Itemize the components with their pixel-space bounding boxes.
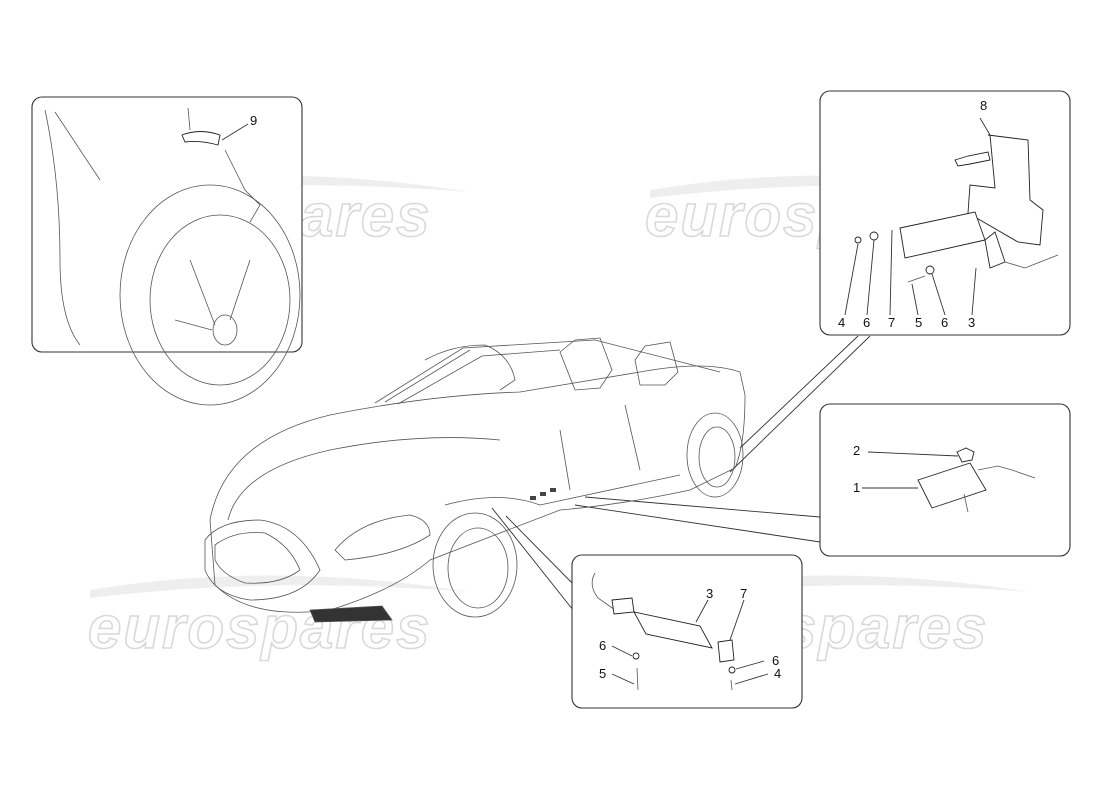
callout-label: 7 <box>888 315 895 330</box>
bracket-part <box>967 134 1044 246</box>
watermark-swoosh <box>90 575 470 598</box>
leader-line <box>739 335 859 449</box>
panel-control-unit: 2 1 <box>819 403 1071 557</box>
cap-part <box>956 447 975 463</box>
clip-part <box>717 639 735 663</box>
washer-part <box>728 666 736 674</box>
screw-part <box>854 236 862 244</box>
control-unit-part <box>917 462 987 509</box>
module-part <box>633 611 713 649</box>
panel-frame <box>31 96 303 353</box>
callout-label: 8 <box>980 98 987 113</box>
callout-label: 3 <box>706 586 713 601</box>
callout-label: 1 <box>853 480 860 495</box>
callout-label: 4 <box>774 666 781 681</box>
callout-label: 5 <box>915 315 922 330</box>
washer-part <box>632 652 640 660</box>
leader-lines <box>491 335 871 616</box>
washer-part <box>925 265 935 275</box>
callout-label: 6 <box>772 653 779 668</box>
leader-line <box>574 504 821 543</box>
callout-label: 4 <box>838 315 845 330</box>
leader-line <box>729 335 871 473</box>
callout-label: 6 <box>941 315 948 330</box>
callout-label: 7 <box>740 586 747 601</box>
callout-label: 9 <box>250 113 257 128</box>
washer-part <box>869 231 879 241</box>
callout-label: 3 <box>968 315 975 330</box>
callout-line <box>221 123 249 141</box>
callout-label: 6 <box>863 315 870 330</box>
panel-front-module: 3 7 6 6 5 4 <box>571 554 803 709</box>
sensor-clip-part <box>181 131 221 146</box>
panel-rear-bracket: 8 4 6 7 5 6 3 <box>819 90 1071 336</box>
connector-part <box>611 597 635 615</box>
panel-wheel-sensor: 9 <box>31 96 303 406</box>
leader-line <box>505 515 578 589</box>
callout-label: 2 <box>853 443 860 458</box>
bolt-part <box>954 151 991 167</box>
leader-line <box>584 496 821 518</box>
callout-label: 6 <box>599 638 606 653</box>
leader-line <box>491 507 578 616</box>
watermark-text: eurospares <box>88 594 432 661</box>
callout-label: 5 <box>599 666 606 681</box>
car-illustration <box>204 337 746 623</box>
